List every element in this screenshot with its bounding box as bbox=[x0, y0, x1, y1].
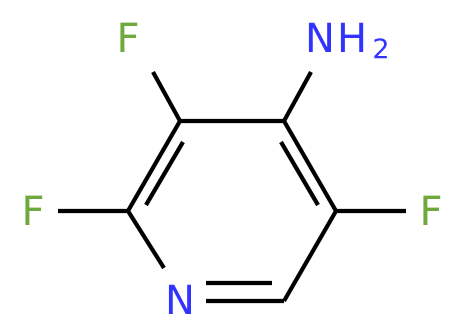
atom-subscript-2: 2 bbox=[372, 34, 389, 65]
bond-c4-c5 bbox=[282, 119, 338, 213]
bond-c2-c3-inner bbox=[144, 140, 185, 207]
atom-f-left: F bbox=[21, 189, 44, 235]
bond-c2-c3 bbox=[126, 119, 182, 213]
bond-n1-c2 bbox=[126, 209, 166, 270]
atom-n-ring: N bbox=[165, 278, 195, 324]
bond-c3-f bbox=[151, 70, 182, 123]
bond-c4-c5-inner bbox=[279, 140, 320, 207]
atom-h-amine: H bbox=[337, 16, 367, 62]
bond-c5-c6 bbox=[282, 209, 338, 303]
atom-n-amine: N bbox=[305, 16, 335, 62]
atom-f-top: F bbox=[116, 16, 139, 62]
atom-f-right: F bbox=[419, 189, 442, 235]
bond-c4-n bbox=[282, 70, 313, 123]
